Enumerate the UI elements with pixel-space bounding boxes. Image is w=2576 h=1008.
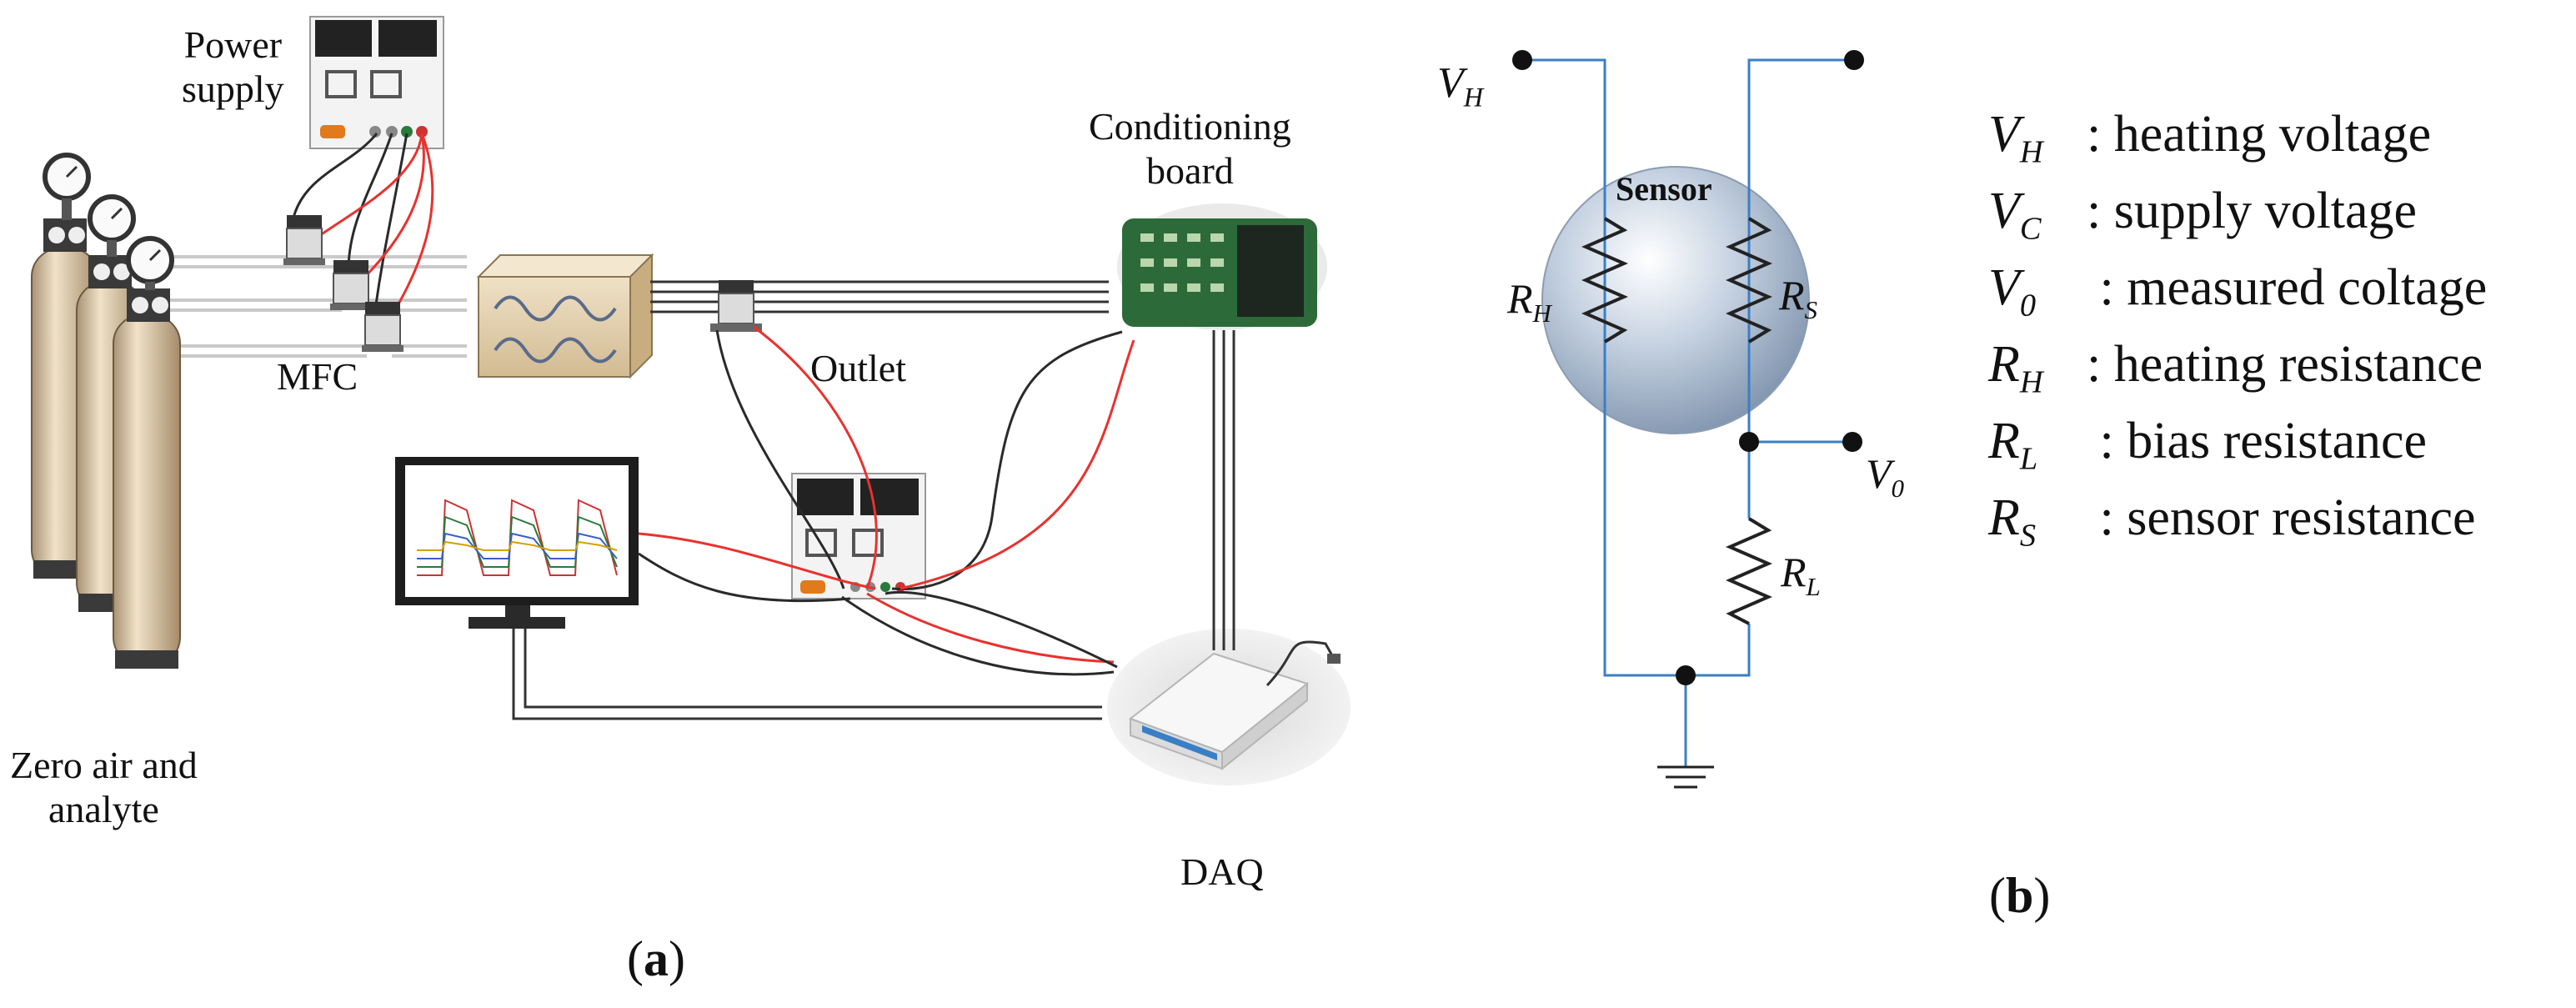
monitor [395,457,639,629]
regulator-icon [88,194,136,288]
legend-row: VH: heating voltage [1988,106,2432,170]
resistor-rs-icon [1725,217,1773,344]
outlet-mfc-icon [710,280,762,332]
cylinder [113,314,181,666]
legend-row: RS : sensor resistance [1988,489,2476,554]
gas-cylinders [31,153,181,669]
label-vh: VH [1437,59,1484,113]
regulator-icon [43,153,91,252]
legend-row: RH: heating resistance [1988,336,2483,400]
conditioning-board [1117,203,1327,330]
mfc-icon [283,215,325,265]
label-rl: RL [1781,549,1821,601]
panel-b-label: (b) [1989,868,2051,923]
label-outlet: Outlet [810,347,906,389]
resistor-rl-icon [1725,517,1773,625]
ground-icon [1657,765,1714,789]
daq-device [1107,629,1351,785]
label-rh: RH [1507,275,1551,328]
power-supply-middle [791,473,926,599]
label-power-supply: Power supply [182,23,284,110]
mfc-icon [330,260,372,310]
mfc-units [283,215,403,352]
regulator-icon [126,236,174,322]
sensor-chamber [476,253,654,379]
symbol-legend: VH: heating voltage VC: supply voltage V… [1988,96,2487,556]
legend-row: RL : bias resistance [1988,413,2428,477]
legend-row: VC: supply voltage [1988,183,2418,247]
label-rs: RS [1779,272,1818,324]
label-mfc: MFC [277,355,358,398]
sensor-sphere [1541,166,1810,434]
legend-row: V0 : measured coltage [1988,259,2488,323]
label-conditioning-board: Conditioning board [1089,105,1291,192]
mfc-icon [362,302,403,352]
panel-a-label: (a) [627,931,685,986]
cables [512,325,1235,720]
circuit-nodes [1512,50,1864,685]
label-v0: V0 [1866,450,1905,503]
power-wires [290,133,434,328]
sensor-circuit [1522,58,1854,767]
label-sensor: Sensor [1616,170,1712,208]
power-supply-top [309,16,444,149]
resistor-rh-icon [1581,217,1629,344]
label-cylinders: Zero air and analyte [10,744,198,830]
label-daq: DAQ [1180,850,1264,893]
